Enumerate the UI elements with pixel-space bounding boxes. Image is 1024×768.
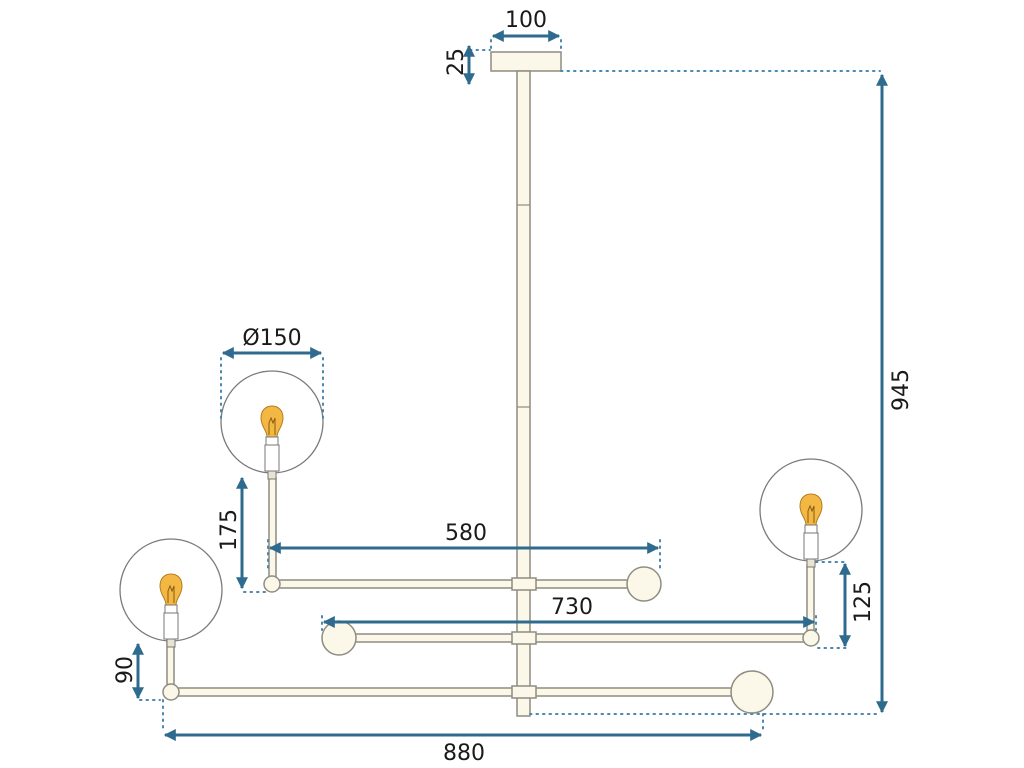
dimension-arrows — [132, 30, 888, 741]
upper-span-label: 580 — [445, 521, 487, 546]
lower-arm — [162, 639, 774, 714]
upper-arm — [263, 477, 662, 602]
upper-drop-label: 175 — [217, 509, 242, 551]
middle-drop-label: 125 — [851, 581, 876, 623]
canopy-width-label: 100 — [505, 8, 547, 33]
canopy-height-label: 25 — [444, 48, 469, 76]
globe-lamp-upper-left — [220, 370, 324, 480]
middle-span-label: 730 — [551, 595, 593, 620]
middle-arm — [321, 564, 820, 656]
overall-height-label: 945 — [889, 369, 914, 411]
globe-lamp-lower-left — [119, 538, 223, 648]
extension-lines — [139, 39, 881, 731]
globe-diameter-label: Ø150 — [242, 326, 301, 351]
lower-drop-label: 90 — [113, 656, 138, 684]
overall-width-label: 880 — [443, 741, 485, 766]
central-rod — [516, 70, 531, 717]
globe-lamp-right — [759, 458, 863, 568]
dimension-labels: 100 25 945 Ø150 175 580 730 125 90 880 — [113, 8, 914, 766]
canopy — [490, 51, 562, 72]
